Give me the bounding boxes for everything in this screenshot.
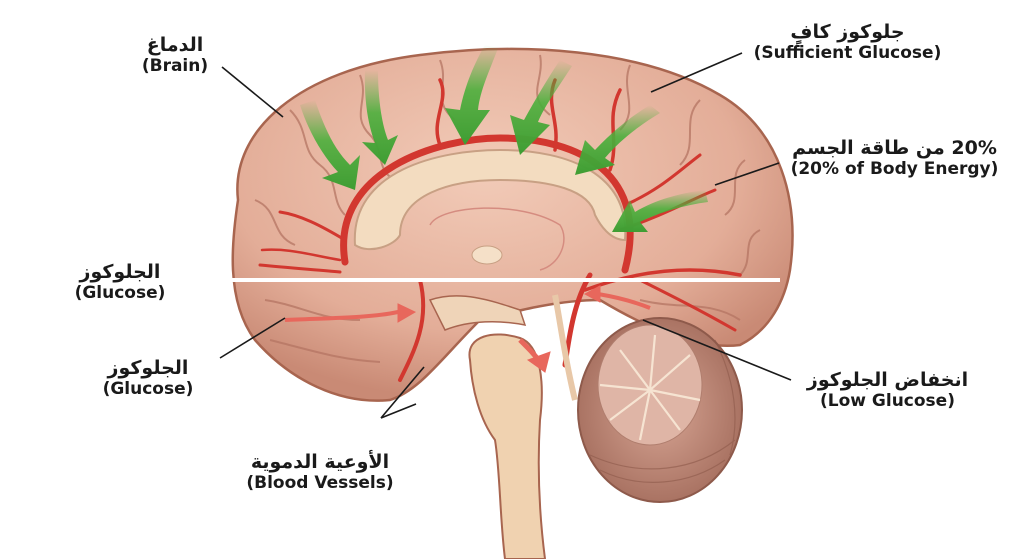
label-glucose-upper-en: (Glucose) <box>74 282 166 303</box>
label-body-energy-ar: 20% من طاقة الجسم <box>792 137 997 159</box>
label-brain-ar: الدماغ <box>146 34 204 56</box>
cerebellum <box>577 317 743 503</box>
glucose-arrows-red <box>284 285 651 373</box>
label-sufficient-glucose-ar: جلوكوز كافٍ <box>790 21 905 43</box>
cerebrum <box>231 47 794 402</box>
label-glucose-lower-en: (Glucose) <box>102 378 194 399</box>
label-body-energy: 20% من طاقة الجسم (20% of Body Energy) <box>782 137 1007 179</box>
label-low-glucose-ar: انخفاض الجلوكوز <box>806 369 969 391</box>
label-body-energy-en: (20% of Body Energy) <box>790 158 999 179</box>
label-glucose-lower: الجلوكوز (Glucose) <box>88 357 208 399</box>
label-brain-en: (Brain) <box>141 55 209 76</box>
label-brain: الدماغ (Brain) <box>120 34 230 76</box>
label-low-glucose: انخفاض الجلوكوز (Low Glucose) <box>795 369 980 411</box>
label-blood-vessels: الأوعية الدموية (Blood Vessels) <box>235 451 405 493</box>
label-low-glucose-en: (Low Glucose) <box>820 390 955 411</box>
leader-lines <box>219 52 792 419</box>
label-glucose-upper: الجلوكوز (Glucose) <box>60 261 180 303</box>
label-sufficient-glucose-en: (Sufficient Glucose) <box>753 42 942 63</box>
label-sufficient-glucose: جلوكوز كافٍ (Sufficient Glucose) <box>740 21 955 63</box>
label-blood-vessels-en: (Blood Vessels) <box>246 472 394 493</box>
label-blood-vessels-ar: الأوعية الدموية <box>250 451 390 473</box>
brainstem <box>428 294 578 559</box>
label-glucose-lower-ar: الجلوكوز <box>107 357 189 379</box>
glucose-arrows-green <box>300 45 708 232</box>
label-glucose-upper-ar: الجلوكوز <box>79 261 161 283</box>
corpus-callosum <box>353 148 627 271</box>
